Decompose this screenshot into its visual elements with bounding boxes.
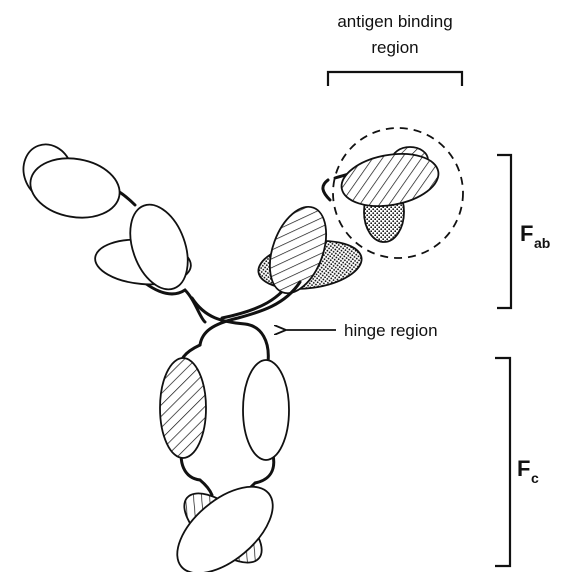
fc-bottom-white-domain <box>162 470 288 572</box>
fc-right-domain <box>243 360 289 460</box>
fab-label: F <box>520 221 533 246</box>
hinge-region-label: hinge region <box>344 321 438 340</box>
antigen-binding-label-line1: antigen binding <box>337 12 452 31</box>
fab-label-subscript: ab <box>534 235 550 251</box>
fc-label: F <box>517 456 530 481</box>
left-fab-arm <box>16 137 205 322</box>
antigen-binding-bracket <box>328 72 462 86</box>
hinge-chains <box>192 282 300 362</box>
fc-bracket <box>495 358 510 566</box>
fc-stem <box>160 345 289 572</box>
fc-left-hatched-domain <box>160 358 206 458</box>
antigen-binding-label-line2: region <box>371 38 418 57</box>
right-fab-arm <box>222 128 463 318</box>
fc-label-subscript: c <box>531 470 539 486</box>
fab-bracket <box>497 155 511 308</box>
